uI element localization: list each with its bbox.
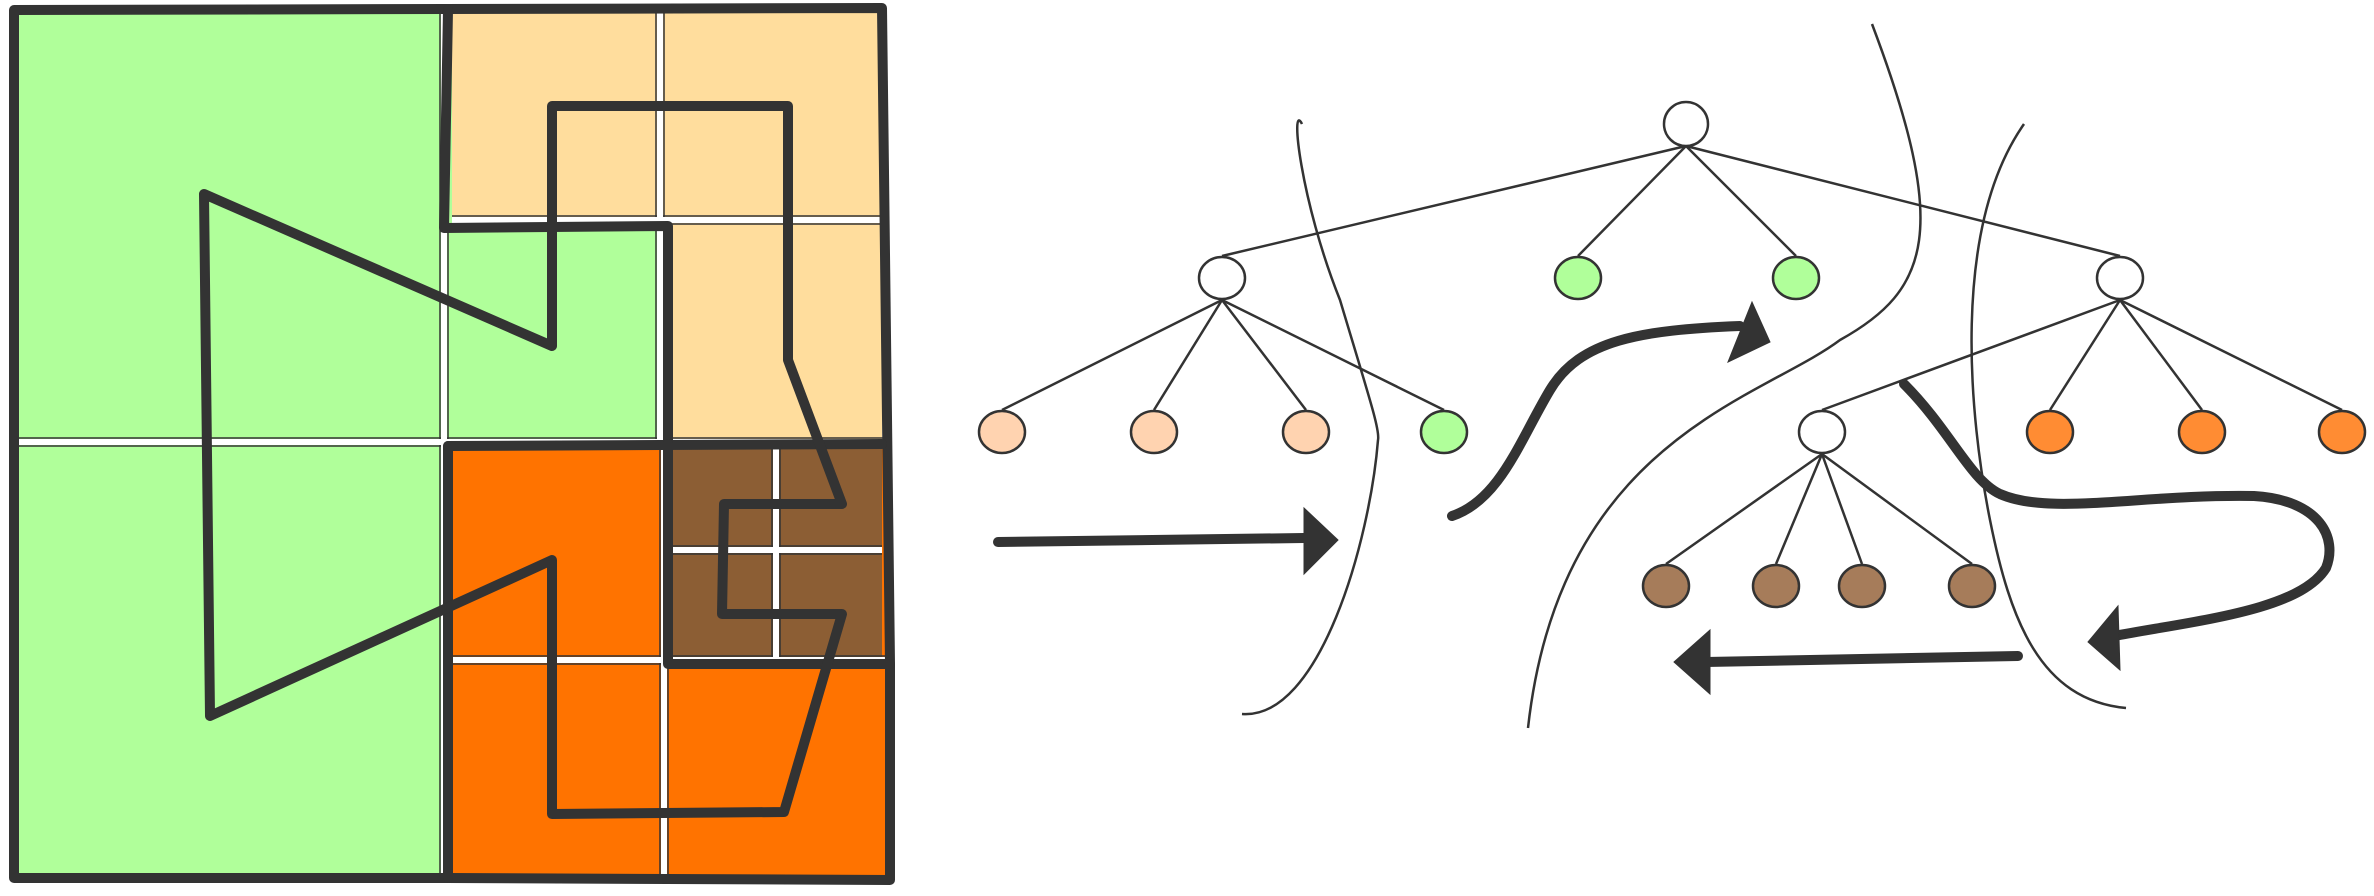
arrow-left-straight-head (1673, 628, 1711, 696)
tree-edge (1685, 145, 1797, 257)
tree-node (2317, 409, 2367, 455)
arrow-left-curved (1899, 379, 2335, 641)
tree-edge (1221, 144, 1687, 258)
tree-node (1553, 255, 1603, 301)
tree-panel (977, 23, 2367, 729)
tree-node (1797, 409, 1847, 455)
tree-edge (1821, 298, 2121, 412)
tree-node (1129, 409, 1179, 455)
partition-curve-2 (1526, 23, 1922, 729)
tree-edge (1221, 299, 1307, 411)
tree-node (1197, 255, 1247, 301)
tree-edge (1821, 452, 1973, 566)
tree-edge (2048, 299, 2122, 411)
tree-nodes (977, 100, 2367, 609)
region-borders (9, 3, 895, 885)
tree-edge (1221, 298, 1445, 412)
tree-node (2025, 409, 2075, 455)
arrow-right-head (1303, 506, 1339, 576)
arrows (993, 300, 2335, 696)
tree-edge (2118, 299, 2204, 411)
tree-edge (1577, 145, 1687, 257)
arrow-right-straight (993, 533, 1309, 547)
tree-node (1947, 563, 1997, 609)
tree-node (1281, 409, 1331, 455)
space-partition-panel (9, 3, 895, 885)
tree-node (977, 409, 1027, 455)
partition-curve-1 (1241, 119, 1380, 716)
tree-node (1837, 563, 1887, 609)
arrow-up-curved-head (1727, 300, 1771, 364)
partition-curves (1241, 23, 2127, 729)
tree-node (2177, 409, 2227, 455)
tree-edges (1001, 144, 2343, 566)
tree-node (1641, 563, 1691, 609)
tree-edge (1774, 453, 1824, 565)
space-filling-curve (199, 101, 847, 819)
tree-edge (2119, 298, 2343, 412)
tree-edge (1665, 452, 1823, 566)
arrow-left-curved-head (2087, 604, 2121, 672)
arrow-up-curved (1447, 321, 1745, 521)
partition-curve-3 (1970, 123, 2127, 710)
tree-node (1662, 100, 1710, 148)
tree-node (2095, 255, 2145, 301)
arrow-left-straight (1701, 651, 2023, 667)
tree-node (1419, 409, 1469, 455)
tree-edge (1152, 299, 1224, 411)
tree-edge (1820, 453, 1864, 565)
tree-node (1751, 563, 1801, 609)
tree-node (1771, 255, 1821, 301)
tree-edge (1685, 144, 2121, 258)
tree-edge (1001, 298, 1223, 412)
